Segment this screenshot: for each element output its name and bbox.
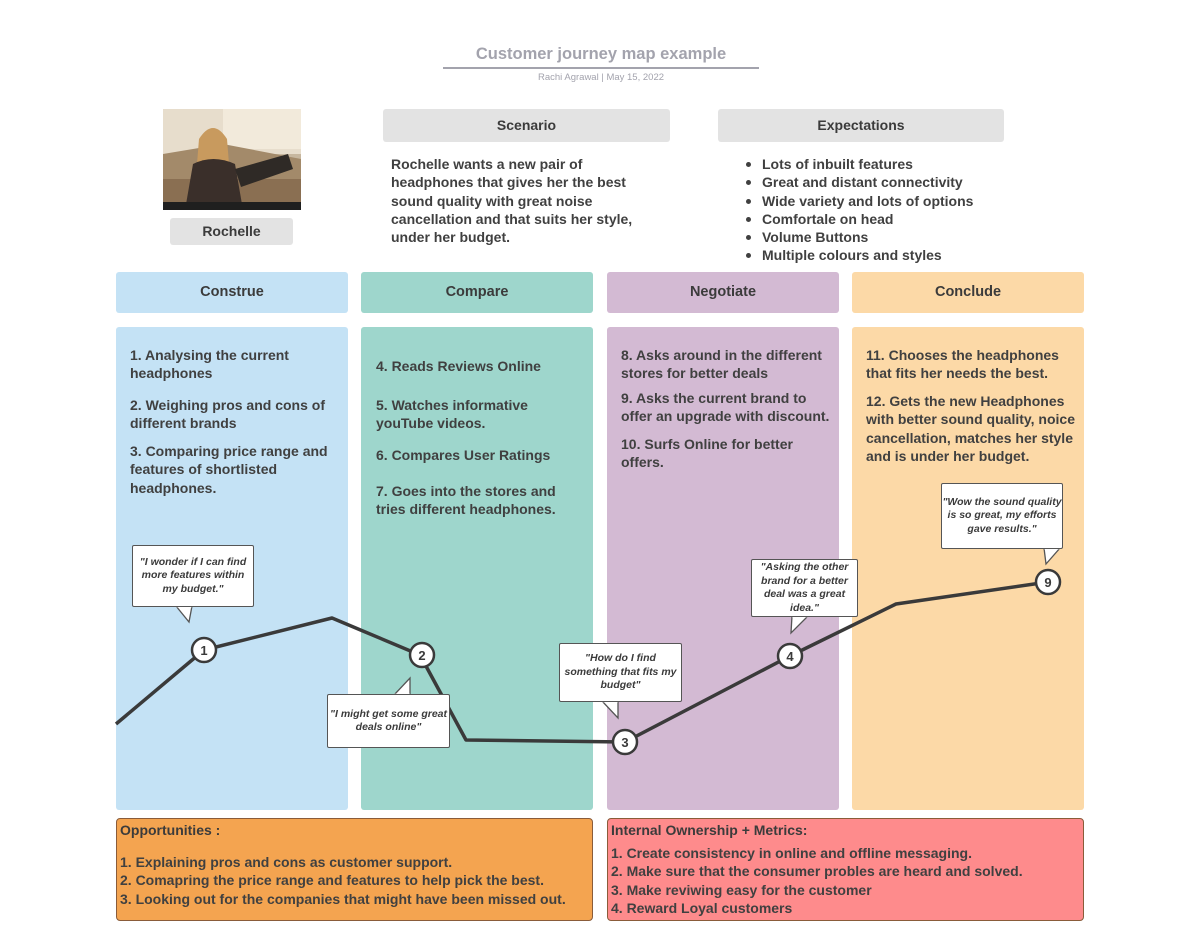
step-item: 7. Goes into the stores and tries differ…: [376, 483, 556, 518]
quote-bubble: "I wonder if I can find more features wi…: [132, 545, 254, 607]
persona-photo: [163, 109, 301, 210]
bubble-tail: [1043, 547, 1062, 566]
opportunities-box: Opportunities : 1. Explaining pros and c…: [116, 818, 593, 921]
expectation-item: Lots of inbuilt features: [744, 155, 973, 173]
ownership-list: 1. Create consistency in online and offl…: [611, 844, 1023, 917]
journey-marker: 3: [611, 728, 639, 756]
step-item: 3. Comparing price range and features of…: [130, 443, 328, 496]
quote-bubble: "How do I find something that fits my bu…: [559, 643, 682, 702]
bubble-tail: [600, 700, 619, 720]
page-title: Customer journey map example: [475, 45, 727, 63]
persona-name: Rochelle: [170, 218, 293, 245]
bubble-tail: [790, 615, 810, 635]
quote-bubble: "I might get some great deals online": [327, 694, 450, 748]
step-item: 11. Chooses the headphones that fits her…: [866, 347, 1059, 382]
ownership-title: Internal Ownership + Metrics:: [611, 822, 808, 838]
expectation-item: Wide variety and lots of options: [744, 192, 973, 210]
stage-column-compare: 4. Reads Reviews Online 5. Watches infor…: [361, 327, 593, 810]
scenario-label: Scenario: [383, 109, 670, 142]
expectation-item: Multiple colours and styles: [744, 246, 973, 264]
opportunity-item: 3. Looking out for the companies that mi…: [120, 890, 566, 907]
journey-marker: 9: [1034, 568, 1062, 596]
bubble-tail: [174, 605, 193, 624]
stage-column-conclude: 11. Chooses the headphones that fits her…: [852, 327, 1084, 810]
stage-header-conclude: Conclude: [852, 272, 1084, 313]
ownership-box: Internal Ownership + Metrics: 1. Create …: [607, 818, 1084, 921]
ownership-item: 1. Create consistency in online and offl…: [611, 845, 972, 861]
step-item: 5. Watches informative youTube videos.: [376, 397, 528, 432]
journey-marker: 2: [408, 641, 436, 669]
step-item: 1. Analysing the current headphones: [130, 347, 289, 382]
stage-header-compare: Compare: [361, 272, 593, 313]
marker-label: 4: [786, 649, 794, 664]
opportunities-title: Opportunities :: [120, 822, 221, 838]
ownership-item: 4. Reward Loyal customers: [611, 899, 793, 916]
journey-marker: 1: [190, 636, 218, 664]
opportunity-item: 1. Explaining pros and cons as customer …: [120, 854, 453, 870]
expectation-item: Volume Buttons: [744, 228, 973, 246]
expectation-item: Great and distant connectivity: [744, 173, 973, 191]
scenario-text: Rochelle wants a new pair of headphones …: [391, 156, 633, 246]
step-item: 6. Compares User Ratings: [376, 447, 551, 463]
marker-label: 2: [418, 648, 425, 663]
step-item: 4. Reads Reviews Online: [376, 358, 541, 374]
step-item: 12. Gets the new Headphones with better …: [866, 393, 1075, 464]
ownership-item: 3. Make reviwing easy for the customer: [611, 881, 872, 898]
opportunities-list: 1. Explaining pros and cons as customer …: [120, 853, 566, 908]
quote-bubble: "Wow the sound quality is so great, my e…: [941, 483, 1063, 549]
expectations-list: Lots of inbuilt features Great and dista…: [744, 155, 973, 265]
ownership-item: 2. Make sure that the consumer probles a…: [611, 863, 1023, 880]
journey-marker: 4: [776, 642, 804, 670]
marker-label: 1: [200, 643, 207, 658]
step-item: 10. Surfs Online for better offers.: [621, 436, 793, 471]
marker-label: 3: [621, 735, 628, 750]
step-item: 8. Asks around in the different stores f…: [621, 347, 822, 382]
step-item: 9. Asks the current brand to offer an up…: [621, 390, 830, 425]
page-subtitle: Rachi Agrawal | May 15, 2022: [537, 72, 665, 83]
opportunity-item: 2. Comapring the price range and feature…: [120, 872, 544, 889]
stage-header-construe: Construe: [116, 272, 348, 313]
expectation-item: Comfortale on head: [744, 210, 973, 228]
expectations-label: Expectations: [718, 109, 1004, 142]
journey-line: [114, 580, 1049, 744]
bubble-tail: [392, 676, 411, 696]
stage-header-negotiate: Negotiate: [607, 272, 839, 313]
marker-label: 9: [1044, 575, 1051, 590]
title-underline: [443, 67, 759, 69]
step-item: 2. Weighing pros and cons of different b…: [130, 397, 325, 432]
quote-bubble: "Asking the other brand for a better dea…: [751, 559, 858, 617]
